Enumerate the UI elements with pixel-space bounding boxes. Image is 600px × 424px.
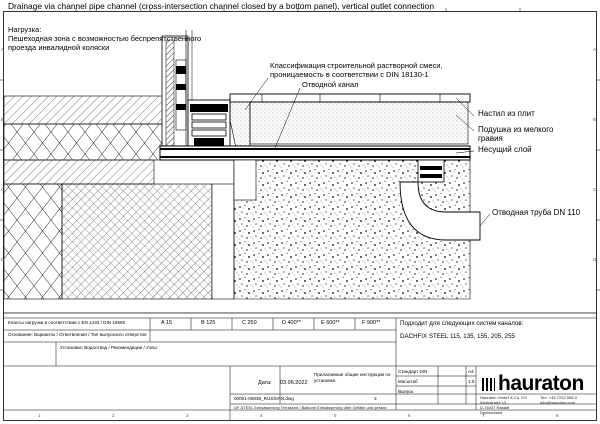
- grid-col-7: 7: [482, 413, 485, 418]
- company-line-2: Werkstraße 13: [480, 400, 507, 405]
- thermal-insulation-top: [3, 123, 165, 161]
- grid-row-b-right: B: [593, 117, 597, 122]
- scale-label: Масштаб: [398, 379, 418, 384]
- grid-row-a: A: [1, 47, 5, 52]
- load-class-f900: F 900**: [362, 320, 381, 326]
- callout-gravel-line-1: Подушка из мелкого: [478, 125, 554, 134]
- grid-row-c-right: C: [593, 187, 597, 192]
- grid-row-d-right: D: [593, 257, 597, 262]
- company-line-1: Hauraton GmbH & Co. KG: [480, 395, 528, 400]
- logo-stripes-icon: [482, 378, 495, 391]
- callout-mortar-line-2: проницаемость в соответствии с DIN 18130…: [270, 70, 429, 79]
- load-class-a15: A 15: [161, 320, 173, 326]
- outlet-pipe-bend: [399, 181, 481, 241]
- concrete-slab: [3, 159, 155, 185]
- date-value: 03.06.2022: [280, 380, 308, 386]
- standard-label: Стандарт DIN: [398, 369, 428, 374]
- wall-insulation: [3, 183, 63, 300]
- grid-row-d: D: [1, 257, 5, 262]
- logo-wordmark: hauraton: [498, 372, 584, 395]
- grid-col-4: 4: [260, 413, 263, 418]
- side-line-2: Установка: Водоотвод / Рекомендации / Уз…: [60, 345, 157, 350]
- drawing-title: Drainage via channel pipe channel (cross…: [8, 1, 434, 11]
- sheet-number: 3: [374, 396, 377, 401]
- load-class-c250: C 250: [242, 320, 257, 326]
- vertical-outlet: [417, 159, 445, 183]
- company-line-3: D-76437 Rastatt: [480, 405, 510, 410]
- load-note-heading: Нагрузка:: [8, 25, 42, 34]
- side-line-1: Основание: Варианты / Ответвления / Тип …: [8, 332, 147, 337]
- grid-row-a-right: A: [593, 47, 597, 52]
- load-class-d400: D 400**: [282, 320, 301, 326]
- grid-col-1: 1: [38, 413, 41, 418]
- drawing-number: 00001-05836_RUSSIAN.dwg: [234, 396, 294, 401]
- paving-slab: [229, 93, 471, 103]
- phone: Тел. +49 7222 958-0: [540, 395, 578, 400]
- callout-mortar-line-1: Классификация строительной растворной см…: [270, 61, 443, 70]
- hauraton-logo: hauraton: [482, 373, 584, 394]
- mortar-bed: [229, 97, 251, 149]
- revision-label: Выпуск: [398, 389, 414, 394]
- callout-drain-channel: Отводной канал: [302, 80, 359, 89]
- gravel-bedding: [249, 101, 469, 145]
- roof-deck-layer: [3, 95, 171, 125]
- suitable-label: Подходит для следующих систем каналов:: [400, 320, 524, 327]
- date-label: Дата:: [258, 380, 272, 386]
- load-class-b125: B 125: [201, 320, 216, 326]
- grid-col-5: 5: [334, 413, 337, 418]
- grid-row-c: C: [1, 187, 5, 192]
- callout-outlet-pipe: Отводная труба DN 110: [492, 208, 581, 217]
- load-class-label: Классы нагрузки в соответствии с EN 1433…: [8, 320, 126, 325]
- grid-col-8: 8: [556, 413, 559, 418]
- grid-col-6: 6: [408, 413, 411, 418]
- sheet-frame: [3, 11, 597, 421]
- load-class-e600: E 600**: [321, 320, 340, 326]
- company-line-4: Deutschland: [480, 410, 503, 415]
- email: info@hauraton.com: [540, 400, 575, 405]
- grid-row-b: B: [1, 117, 5, 122]
- callout-gravel-line-2: гравия: [478, 134, 503, 143]
- grid-col-3: 3: [186, 413, 189, 418]
- load-note-line-1: Пешеходная зона с возможностью беспрепят…: [8, 34, 202, 43]
- load-note-line-2: проезда инвалидной коляски: [8, 43, 110, 52]
- instructions-label: Прилагаемые общие инструкции по установк…: [314, 372, 391, 383]
- scale-value: 1:5: [468, 379, 475, 384]
- callout-slab-deck: Настил из плит: [478, 109, 535, 118]
- callout-bearing-layer: Несущий слой: [478, 145, 532, 154]
- grid-col-2: 2: [112, 413, 115, 418]
- format-value: A4: [468, 369, 474, 374]
- product-list: DACHFIX STEEL 115, 135, 155, 205, 255: [400, 333, 515, 340]
- footer-caption: DF-STEEL Entwässerung Terrassen / Balkon…: [234, 405, 387, 410]
